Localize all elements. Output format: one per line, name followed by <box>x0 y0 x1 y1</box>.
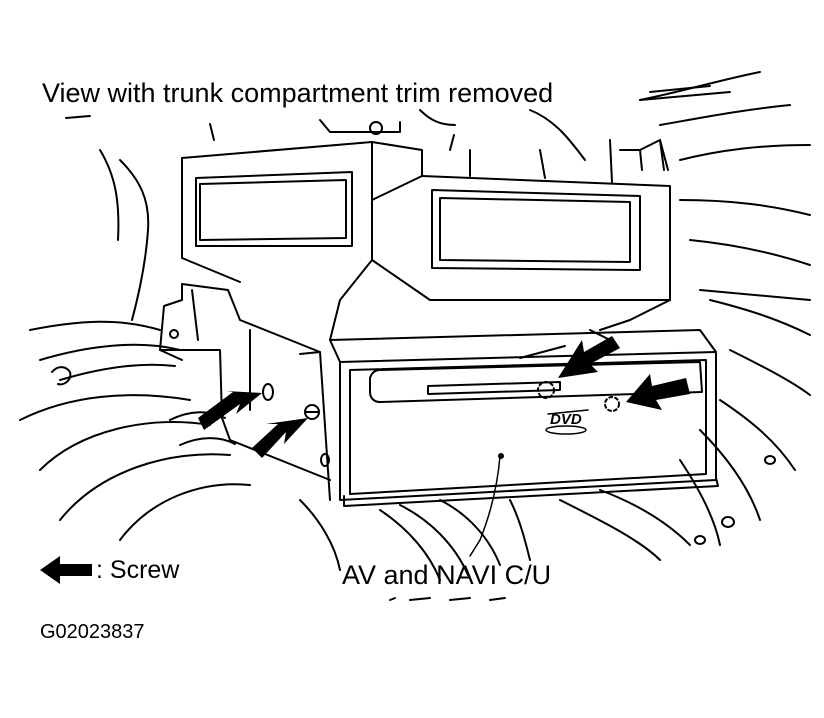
screw-markers <box>263 384 329 466</box>
diagram-title: View with trunk compartment trim removed <box>42 78 554 108</box>
body-contour-lines <box>20 150 250 540</box>
title-decoration <box>640 86 730 100</box>
screw-arrow-icon <box>626 374 690 410</box>
screw-arrow-icon <box>558 336 620 378</box>
side-bracket <box>160 284 330 500</box>
av-navi-control-unit <box>330 330 718 506</box>
arrow-left-icon <box>40 556 92 584</box>
unit-leader-line <box>470 454 503 556</box>
mounting-bracket <box>66 110 670 340</box>
screw-legend: : Screw <box>40 556 179 584</box>
dvd-logo <box>546 410 588 434</box>
screw-arrow-icon <box>252 418 308 458</box>
figure-id: G02023837 <box>40 621 145 643</box>
floor-contour-lines <box>300 500 530 600</box>
unit-label: AV and NAVI C/U <box>342 560 552 590</box>
screw-legend-text: : Screw <box>96 555 180 584</box>
dvd-logo-text: DVD <box>550 411 582 428</box>
screw-arrow-icon <box>198 391 262 430</box>
